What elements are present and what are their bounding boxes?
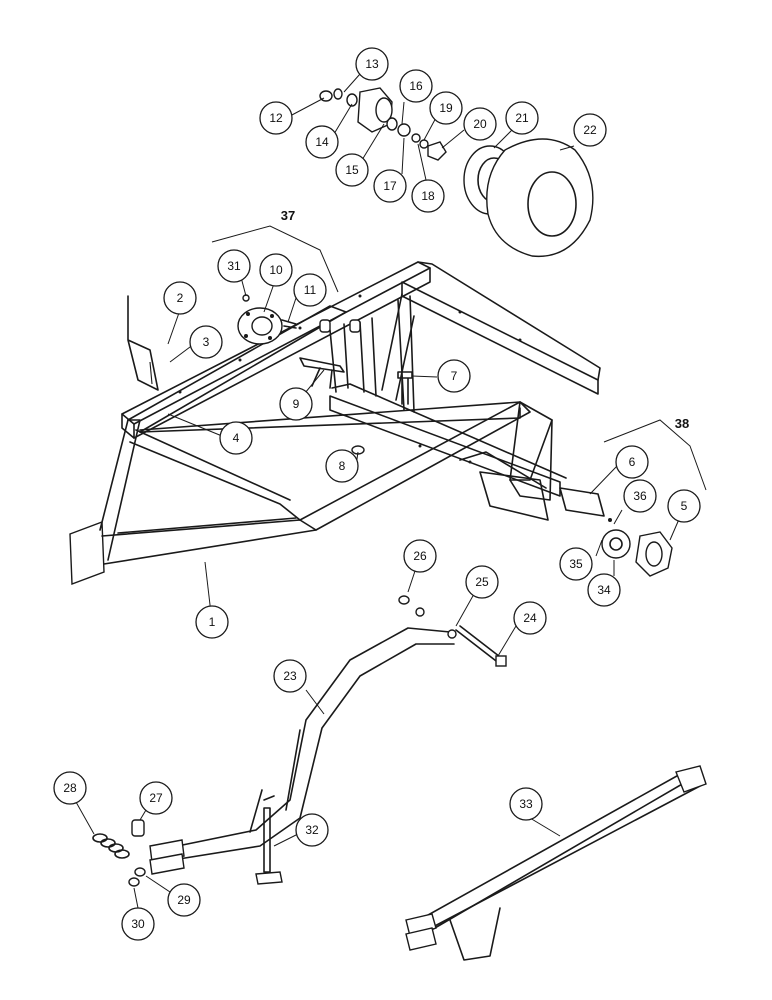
callout-18: 18 (411, 179, 445, 213)
svg-text:6: 6 (629, 455, 636, 469)
svg-text:21: 21 (515, 111, 529, 125)
svg-text:3: 3 (203, 335, 210, 349)
svg-text:9: 9 (293, 397, 300, 411)
callout-10: 10 (259, 253, 293, 287)
callout-32: 32 (295, 813, 329, 847)
svg-text:7: 7 (451, 369, 458, 383)
callout-12: 12 (259, 101, 293, 135)
callout-17: 17 (373, 169, 407, 203)
left-hub-assembly (237, 294, 297, 345)
callout-26: 26 (403, 539, 437, 573)
callout-31: 31 (217, 249, 251, 283)
tongue-assembly (92, 595, 507, 887)
callout-36: 36 (623, 479, 657, 513)
svg-text:35: 35 (569, 557, 583, 571)
callout-34: 34 (587, 573, 621, 607)
callout-14: 14 (305, 125, 339, 159)
callout-29: 29 (167, 883, 201, 917)
callout-4: 4 (219, 421, 253, 455)
svg-text:16: 16 (409, 79, 423, 93)
callout-11: 11 (293, 273, 327, 307)
callout-20: 20 (463, 107, 497, 141)
svg-text:8: 8 (339, 459, 346, 473)
callout-28: 28 (53, 771, 87, 805)
callout-2: 2 (163, 281, 197, 315)
svg-text:31: 31 (227, 259, 241, 273)
svg-text:12: 12 (269, 111, 283, 125)
callout-23: 23 (273, 659, 307, 693)
svg-text:26: 26 (413, 549, 427, 563)
svg-text:14: 14 (315, 135, 329, 149)
callout-27: 27 (139, 781, 173, 815)
callout-8: 8 (325, 449, 359, 483)
callout-19: 19 (429, 91, 463, 125)
svg-text:2: 2 (177, 291, 184, 305)
svg-text:34: 34 (597, 583, 611, 597)
callout-33: 33 (509, 787, 543, 821)
extension-tube (405, 765, 707, 961)
callout-25: 25 (465, 565, 499, 599)
callout-13: 13 (355, 47, 389, 81)
svg-text:20: 20 (473, 117, 487, 131)
svg-text:22: 22 (583, 123, 597, 137)
callout-30: 30 (121, 907, 155, 941)
callout-9: 9 (279, 387, 313, 421)
callout-24: 24 (513, 601, 547, 635)
group-label-37: 37 (281, 208, 295, 223)
svg-text:29: 29 (177, 893, 191, 907)
callout-3: 3 (189, 325, 223, 359)
callout-7: 7 (437, 359, 471, 393)
callout-16: 16 (399, 69, 433, 103)
svg-text:18: 18 (421, 189, 435, 203)
svg-text:28: 28 (63, 781, 77, 795)
top-wheel-assembly (319, 87, 594, 258)
callout-1: 1 (195, 605, 229, 639)
svg-text:33: 33 (519, 797, 533, 811)
svg-text:32: 32 (305, 823, 319, 837)
svg-text:36: 36 (633, 489, 647, 503)
callout-35: 35 (559, 547, 593, 581)
callout-22: 22 (573, 113, 607, 147)
svg-text:24: 24 (523, 611, 537, 625)
callout-5: 5 (667, 489, 701, 523)
svg-text:4: 4 (233, 431, 240, 445)
svg-text:11: 11 (304, 283, 317, 297)
svg-text:27: 27 (149, 791, 163, 805)
svg-text:25: 25 (475, 575, 489, 589)
svg-text:15: 15 (345, 163, 359, 177)
svg-text:19: 19 (439, 101, 453, 115)
svg-text:23: 23 (283, 669, 297, 683)
callout-6: 6 (615, 445, 649, 479)
group-label-38: 38 (675, 416, 689, 431)
svg-text:10: 10 (269, 263, 283, 277)
svg-text:5: 5 (681, 499, 688, 513)
main-frame (69, 261, 601, 585)
svg-text:30: 30 (131, 917, 145, 931)
svg-text:1: 1 (209, 615, 216, 629)
right-hub-assembly (559, 487, 673, 577)
svg-text:17: 17 (383, 179, 397, 193)
callout-15: 15 (335, 153, 369, 187)
callout-21: 21 (505, 101, 539, 135)
svg-text:13: 13 (365, 57, 379, 71)
callout-labels: 1 2 3 4 5 6 7 8 9 10 11 12 13 14 15 16 1… (53, 47, 701, 941)
